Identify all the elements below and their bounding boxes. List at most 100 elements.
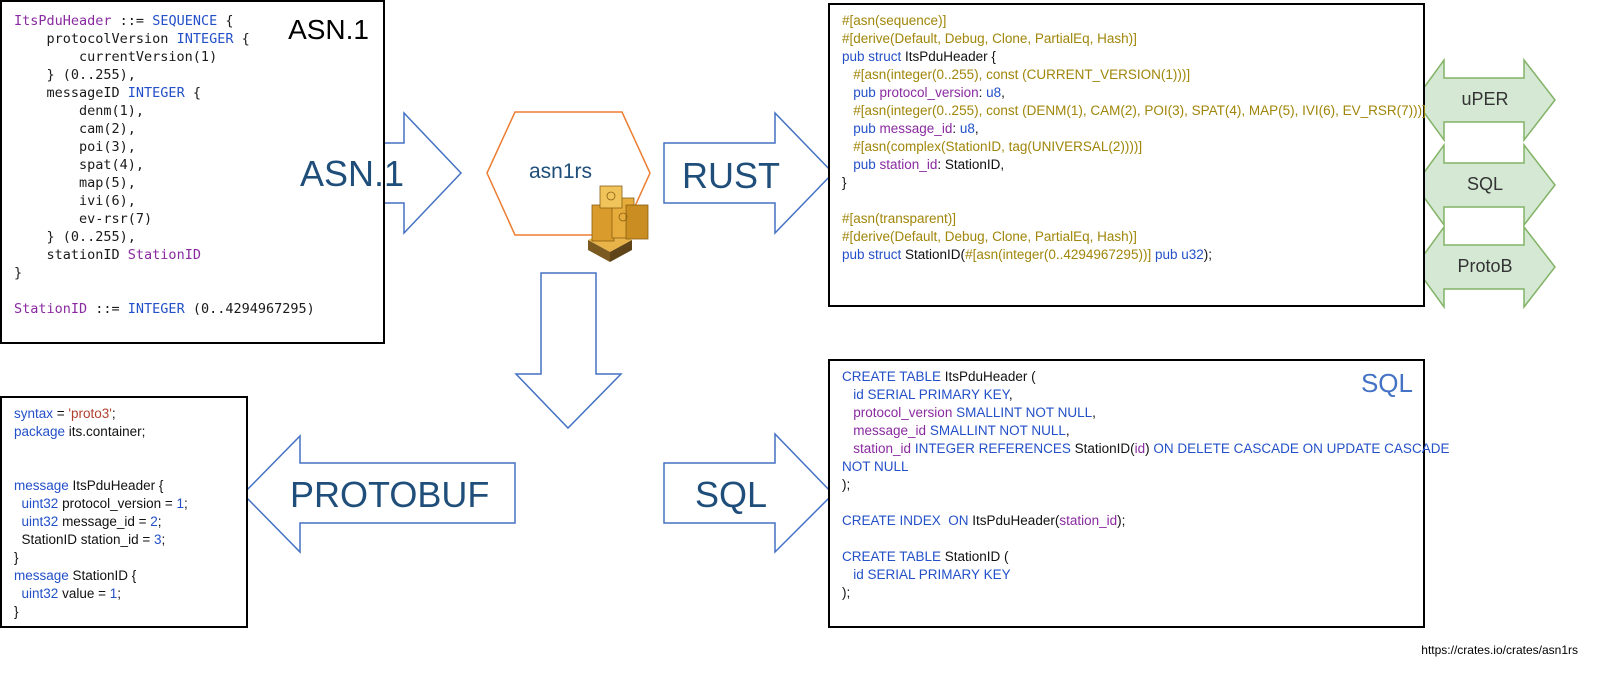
code-token: NOT NULL <box>842 459 909 474</box>
code-line <box>14 459 188 477</box>
code-token: #[asn(integer(0..4294967295))] <box>965 247 1152 262</box>
code-token: SEQUENCE <box>152 13 218 29</box>
code-line: CREATE INDEX ON ItsPduHeader(station_id)… <box>842 512 1449 530</box>
code-line: messageID INTEGER { <box>14 84 315 102</box>
code-token <box>14 496 22 511</box>
code-token: } <box>14 604 19 619</box>
code-line: poi(3), <box>14 138 315 156</box>
code-line: #[asn(sequence)] <box>842 12 1426 30</box>
code-token: uint32 <box>21 586 59 601</box>
code-token: } <box>14 550 19 565</box>
code-token: } <box>14 265 23 281</box>
sql-output-label: SQL <box>1466 174 1504 194</box>
code-token: : <box>978 85 987 100</box>
code-line: } <box>14 603 188 621</box>
code-token: CREATE INDEX ON <box>842 513 973 528</box>
protobuf-code-panel: syntax = 'proto3';package its.container;… <box>0 396 248 628</box>
code-line: pub struct ItsPduHeader { <box>842 48 1426 66</box>
code-line: protocol_version SMALLINT NOT NULL, <box>842 404 1449 422</box>
sql-arrow <box>663 432 835 554</box>
code-token: StationID <box>14 301 88 317</box>
code-line: station_id INTEGER REFERENCES StationID(… <box>842 440 1449 458</box>
code-token: poi(3), <box>14 139 136 155</box>
code-token <box>842 387 853 402</box>
code-token: ::= <box>87 301 128 317</box>
code-token: ; <box>161 532 166 547</box>
code-line: #[asn(integer(0..255), const (CURRENT_VE… <box>842 66 1426 84</box>
code-line: #[asn(transparent)] <box>842 210 1426 228</box>
code-token: 3 <box>153 532 162 547</box>
code-token: { <box>184 85 201 101</box>
code-token: INTEGER REFERENCES <box>911 441 1075 456</box>
code-token: ); <box>842 585 851 600</box>
code-line: message StationID { <box>14 567 188 585</box>
code-token: , <box>1092 405 1096 420</box>
code-token: } (0..255), <box>14 229 136 245</box>
code-token: pub <box>842 85 880 100</box>
code-line: CREATE TABLE ItsPduHeader ( <box>842 368 1449 386</box>
code-line: uint32 message_id = 2; <box>14 513 188 531</box>
code-token: ItsPduHeader ( <box>944 369 1036 384</box>
code-token <box>842 567 853 582</box>
code-token: uint32 <box>21 514 59 529</box>
code-token: INTEGER <box>127 301 185 317</box>
code-line: } <box>842 174 1426 192</box>
rust-arrow <box>663 111 835 235</box>
code-token: , <box>974 121 979 136</box>
code-token: 'proto3' <box>68 406 112 421</box>
code-line: denm(1), <box>14 102 315 120</box>
code-token: message_id <box>853 423 927 438</box>
code-token: , <box>1001 85 1005 100</box>
code-token: its.container; <box>65 424 146 439</box>
code-token: ivi(6), <box>14 193 136 209</box>
asn1rs-label: asn1rs <box>529 160 593 183</box>
code-line: message_id SMALLINT NOT NULL, <box>842 422 1449 440</box>
crate-boxes-icon <box>588 185 649 262</box>
code-token: #[derive(Default, Debug, Clone, PartialE… <box>842 229 1137 244</box>
code-token: StationID station_id = <box>14 532 154 547</box>
sql-code-block: CREATE TABLE ItsPduHeader ( id SERIAL PR… <box>842 368 1449 602</box>
code-token: ev-rsr(7) <box>14 211 153 227</box>
code-line: message ItsPduHeader { <box>14 477 188 495</box>
code-token: station_id <box>1059 513 1118 528</box>
code-line: id SERIAL PRIMARY KEY, <box>842 386 1449 404</box>
code-line: ); <box>842 476 1449 494</box>
code-token: SMALLINT NOT NULL <box>926 423 1066 438</box>
sql-panel-title: SQL <box>1360 368 1413 398</box>
code-line: protocolVersion INTEGER { <box>14 30 315 48</box>
code-line: pub struct StationID(#[asn(integer(0..42… <box>842 246 1426 264</box>
code-token: { <box>217 13 234 29</box>
code-token: station_id <box>879 157 938 172</box>
code-token: 1 <box>109 586 118 601</box>
code-line: #[derive(Default, Debug, Clone, PartialE… <box>842 228 1426 246</box>
code-token: StationID <box>127 247 201 263</box>
code-token: : StationID, <box>937 157 1005 172</box>
code-token: CREATE TABLE <box>842 369 945 384</box>
uper-output-label: uPER <box>1461 89 1509 109</box>
code-token: StationID( <box>905 247 966 262</box>
asn1-code-block: ItsPduHeader ::= SEQUENCE { protocolVers… <box>14 12 315 318</box>
code-token: ; <box>157 514 162 529</box>
code-token: CREATE TABLE <box>842 549 945 564</box>
code-line: pub protocol_version: u8, <box>842 84 1426 102</box>
code-token: denm(1), <box>14 103 145 119</box>
code-line: syntax = 'proto3'; <box>14 405 188 423</box>
code-token: id <box>1134 441 1146 456</box>
code-line: package its.container; <box>14 423 188 441</box>
code-token: ) <box>1145 441 1154 456</box>
code-token: #[asn(integer(0..255), const (DENM(1), C… <box>842 103 1426 118</box>
code-token: ); <box>1203 247 1213 262</box>
protob-output-label: ProtoB <box>1457 256 1513 276</box>
asn1-panel-title: ASN.1 <box>288 14 369 45</box>
protobuf-code-block: syntax = 'proto3';package its.container;… <box>14 405 188 621</box>
code-token: uint32 <box>21 496 59 511</box>
rust-code-block: #[asn(sequence)]#[derive(Default, Debug,… <box>842 12 1426 264</box>
code-token: protocol_version = <box>58 496 177 511</box>
code-token: INTEGER <box>127 85 185 101</box>
code-line: } <box>14 549 188 567</box>
code-token: message_id <box>879 121 953 136</box>
code-token: ; <box>184 496 188 511</box>
code-token: message_id = <box>58 514 151 529</box>
code-line: #[derive(Default, Debug, Clone, PartialE… <box>842 30 1426 48</box>
